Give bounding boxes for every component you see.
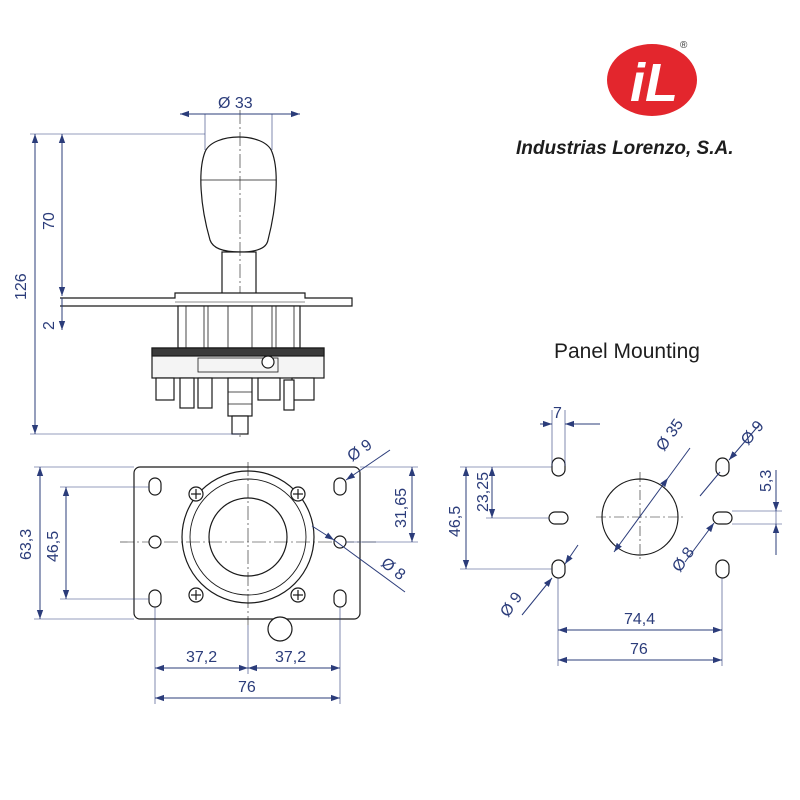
panel-cutout [548,457,733,579]
joystick-shaft [221,251,257,297]
registered-mark: ® [680,40,688,51]
joystick-side-view [60,110,353,440]
dim-panel-width-76: 76 [630,641,648,658]
base-tab [267,616,293,642]
company-logo: iL ® [607,40,697,116]
panel-slot [551,457,566,477]
logo-disc [607,44,697,116]
dim-dia-8: Ø 8 [669,544,698,575]
dim-plate-thickness: 2 [41,321,58,330]
dim-offset-53: 5,3 [758,470,775,492]
bottom-view-dimensions [34,449,418,704]
logo-letters: iL [630,53,678,113]
ball-top-knob [200,136,277,253]
mounting-plate [60,292,353,307]
dim-panel-height-23: 23,25 [475,472,492,512]
joystick-bottom-view [120,462,376,642]
switch-body [177,305,301,349]
dim-dia-35: Ø 35 [653,416,687,454]
dim-width-76: 76 [238,679,256,696]
panel-mounting-title: Panel Mounting [554,340,700,363]
dim-panel-height-46: 46,5 [447,506,464,537]
terminal-right [291,377,315,401]
base-plate-outline [133,466,361,620]
dim-height-63: 63,3 [18,529,35,560]
terminal-left [155,377,175,401]
dim-gap-7: 7 [553,405,562,422]
dim-half-left: 37,2 [186,649,217,666]
dim-half-right: 37,2 [275,649,306,666]
base-slots [148,477,347,608]
dim-dia-9-bottom: Ø 9 [497,589,526,620]
actuator-nut [227,377,253,417]
terminal-mid [257,377,281,401]
panel-dimensions [460,410,782,666]
dim-knob-height: 70 [41,212,58,230]
base-screws [188,486,306,603]
dim-hole-8: Ø 8 [378,555,409,584]
dim-height-46: 46,5 [45,531,62,562]
dim-knob-dia: Ø 33 [218,95,253,112]
company-name: Industrias Lorenzo, S.A. [516,138,734,159]
dim-width-744: 74,4 [624,611,655,628]
side-view-dimensions [30,110,300,435]
dim-total-height: 126 [13,273,30,300]
dim-offset-31: 31,65 [393,488,410,528]
dim-hole-9: Ø 9 [345,437,376,466]
